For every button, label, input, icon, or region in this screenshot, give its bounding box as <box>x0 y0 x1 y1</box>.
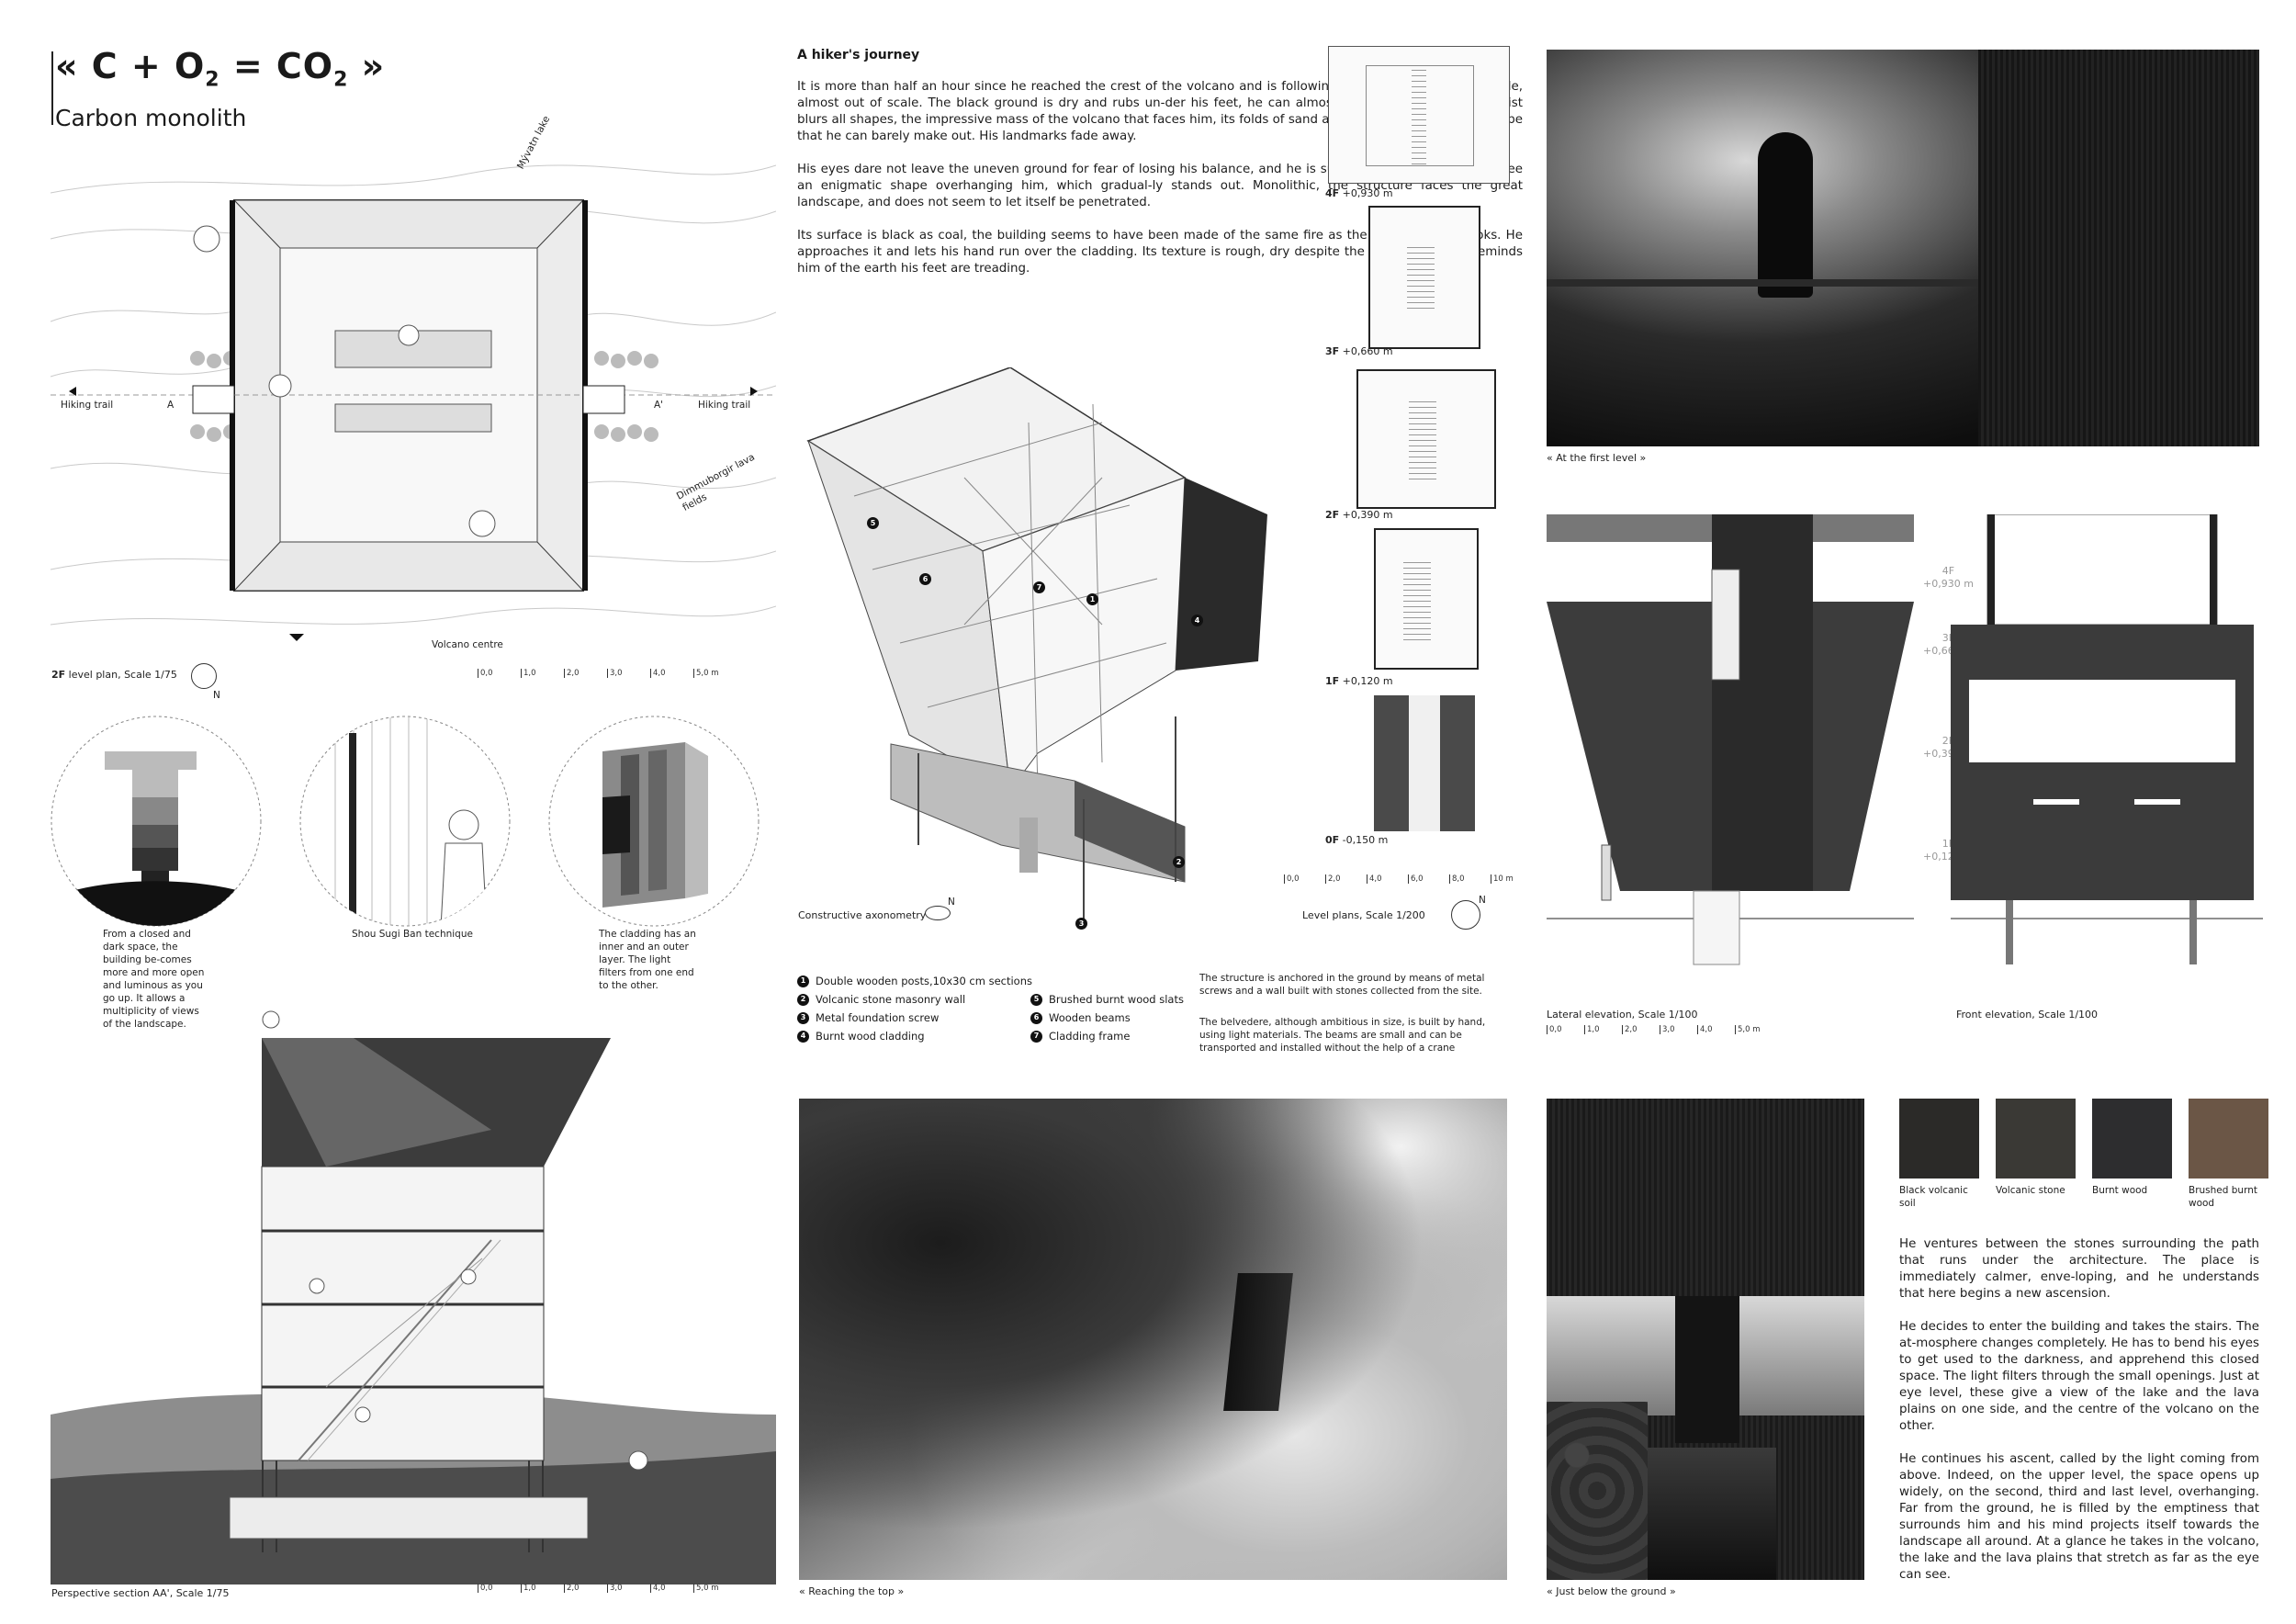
story-title: A hiker's journey <box>797 48 920 62</box>
swatch-burnt-wood <box>2092 1099 2172 1179</box>
circle-middle-text: Shou Sugi Ban technique <box>352 929 473 940</box>
ascent-block: He ventures between the stones surroundi… <box>1899 1236 2259 1584</box>
levels-caption: Level plans, Scale 1/200 <box>1302 909 1425 921</box>
plan-caption: 2F level plan, Scale 1/75 <box>51 669 177 681</box>
photo-below-ground-caption: « Just below the ground » <box>1547 1585 1676 1597</box>
front-elevation <box>1951 514 2263 964</box>
photo-first-level-caption: « At the first level » <box>1547 452 1647 464</box>
lateral-elevation-caption: Lateral elevation, Scale 1/100 <box>1547 1009 1698 1021</box>
title-rule <box>51 51 53 125</box>
legend-note-1: The structure is anchored in the ground … <box>1199 973 1485 997</box>
plan-drawing <box>51 164 776 641</box>
plan-label-volcano: Volcano centre <box>432 639 503 650</box>
axo-marker-3: 3 <box>1075 912 1094 930</box>
material-brushed-burnt-wood: Brushed burnt wood <box>2189 1099 2268 1210</box>
material-swatches: Black volcanic soil Volcanic stone Burnt… <box>1899 1099 2268 1210</box>
level-label-1f: 1F +0,120 m <box>1325 675 1393 687</box>
axo-marker-6: 6 <box>919 568 938 585</box>
circle-right-text: The cladding has an inner and an outer l… <box>599 929 696 991</box>
material-volcanic-stone: Volcanic stone <box>1996 1099 2076 1210</box>
level-plan-1f <box>1374 528 1479 670</box>
axo-north-label: N <box>948 897 955 908</box>
section-drawing <box>51 1010 776 1585</box>
legend-note-2: The belvedere, although ambitious in siz… <box>1199 1017 1486 1054</box>
photo-reaching-top-caption: « Reaching the top » <box>799 1585 905 1597</box>
title-subtitle: Carbon monolith <box>55 104 247 131</box>
level-label-0f: 0F -0,150 m <box>1325 834 1389 846</box>
axo-marker-5: 5 <box>867 512 885 529</box>
swatch-black-volcanic-soil <box>1899 1099 1979 1179</box>
plan-north-arrow <box>191 663 217 689</box>
level-plan-3f <box>1368 206 1480 349</box>
levels-north-label: N <box>1479 895 1486 906</box>
level-plan-0f <box>1374 695 1475 831</box>
level-plan-4f <box>1328 46 1510 184</box>
front-elevation-caption: Front elevation, Scale 1/100 <box>1956 1009 2099 1021</box>
axo-marker-1: 1 <box>1086 588 1105 605</box>
circle-left-text: From a closed and dark space, the buildi… <box>103 929 205 1030</box>
swatch-brushed-burnt-wood <box>2189 1099 2268 1179</box>
story-paragraph-3: Its surface is black as coal, the buildi… <box>797 229 1523 276</box>
axo-marker-4: 4 <box>1191 609 1210 626</box>
photo-reaching-top <box>799 1099 1507 1580</box>
title-block: « C + O2 = CO2 » Carbon monolith <box>55 46 385 131</box>
circle-light-diagram <box>51 716 262 927</box>
section-caption: Perspective section AA', Scale 1/75 <box>51 1587 230 1599</box>
level-label-3f: 3F +0,660 m <box>1325 345 1393 357</box>
ascent-paragraph-2: He decides to enter the building and tak… <box>1899 1320 2259 1433</box>
plan-label-a-prime: A' <box>654 400 664 411</box>
plan-label-hiking-right: Hiking trail <box>698 400 751 411</box>
plan-label-a: A <box>167 400 174 411</box>
lateral-elevation <box>1547 514 1914 965</box>
level-label-4f: 4F +0,930 m <box>1325 187 1393 199</box>
axo-north-arrow <box>925 906 951 920</box>
plan-north-label: N <box>213 690 220 701</box>
material-black-volcanic-soil: Black volcanic soil <box>1899 1099 1979 1210</box>
axonometry-drawing <box>806 367 1267 919</box>
swatch-volcanic-stone <box>1996 1099 2076 1179</box>
title-formula: « C + O2 = CO2 » <box>55 46 386 92</box>
axo-caption: Constructive axonometry <box>798 909 927 921</box>
material-burnt-wood: Burnt wood <box>2092 1099 2172 1210</box>
circle-cladding-detail <box>548 716 760 927</box>
photo-first-level <box>1547 50 2259 446</box>
ascent-paragraph-1: He ventures between the stones surroundi… <box>1899 1237 2259 1301</box>
photo-below-ground <box>1547 1099 1864 1580</box>
levels-north-arrow <box>1451 900 1480 930</box>
axo-marker-7: 7 <box>1033 576 1052 593</box>
elevation-level-4f: 4F+0,930 m <box>1923 565 1974 590</box>
axo-marker-2: 2 <box>1173 851 1191 868</box>
level-plan-2f <box>1356 369 1496 509</box>
plan-label-hiking-left: Hiking trail <box>61 400 114 411</box>
circle-shou-sugi-ban <box>299 716 511 927</box>
ascent-paragraph-3: He continues his ascent, called by the l… <box>1899 1452 2259 1582</box>
level-label-2f: 2F +0,390 m <box>1325 509 1393 521</box>
